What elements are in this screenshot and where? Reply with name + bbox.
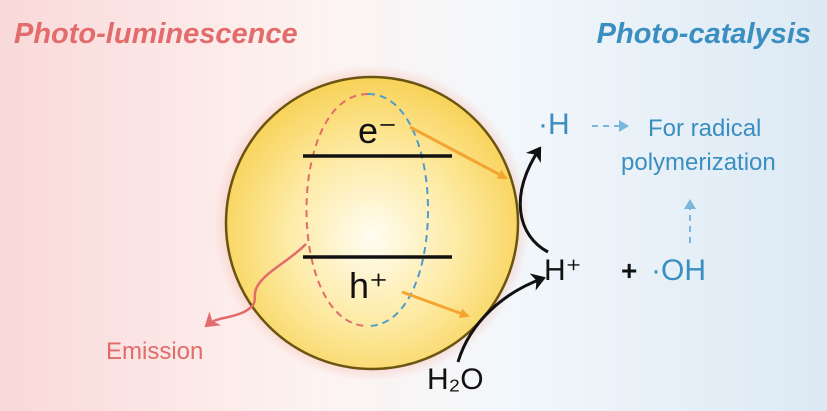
catalysis-dashed-arc xyxy=(367,93,429,327)
plus-sign: + xyxy=(621,255,638,286)
semiconductor-particle xyxy=(224,75,520,371)
hole-label: h⁺ xyxy=(349,265,389,306)
electron-label: e⁻ xyxy=(358,110,398,151)
photocatalysis-heading: Photo-catalysis xyxy=(596,18,811,50)
hole-transfer-arrow xyxy=(401,290,470,318)
oh-radical-label: ·OH xyxy=(651,254,706,287)
electron-transfer-arrow xyxy=(409,125,508,180)
luminescence-dashed-arc xyxy=(305,93,369,327)
h-radical-label: ·H xyxy=(538,108,570,141)
polymerization-label-line2: polymerization xyxy=(621,149,776,176)
emission-arrow xyxy=(204,243,307,328)
photoluminescence-heading: Photo-luminescence xyxy=(14,18,298,50)
water-oxidation-arrow xyxy=(456,273,546,363)
water-label: H₂O xyxy=(427,363,484,396)
polymerization-label-line1: For radical xyxy=(648,115,762,142)
proton-label: H⁺ xyxy=(544,254,582,287)
proton-reduction-arrow xyxy=(518,146,549,254)
emission-label: Emission xyxy=(106,338,204,365)
